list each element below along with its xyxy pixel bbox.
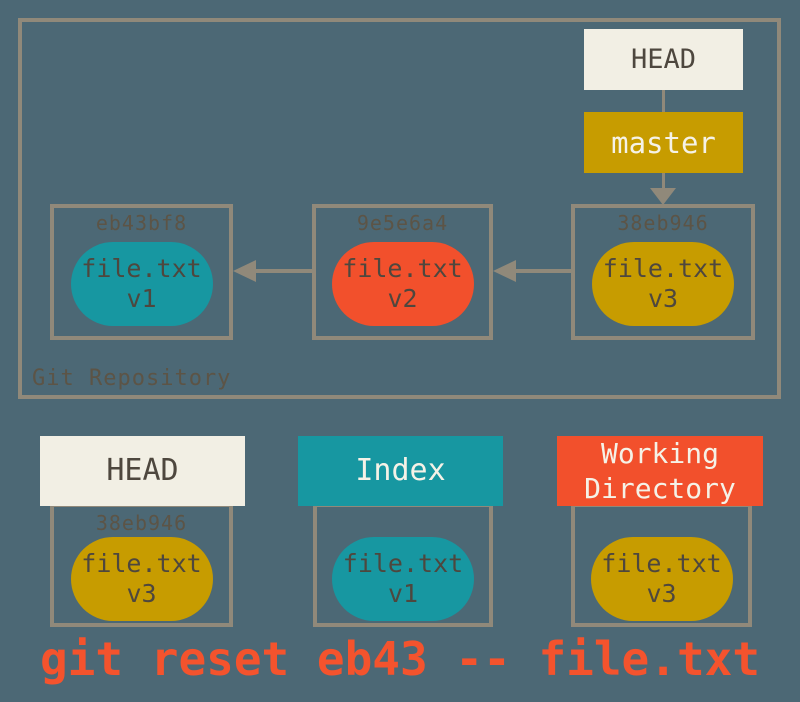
- commit-box-eb43bf8: eb43bf8 file.txt v1: [50, 204, 233, 340]
- arrow-down-icon: [650, 188, 676, 205]
- head-area-title: HEAD: [106, 453, 179, 489]
- git-repository-label: Git Repository: [32, 366, 232, 391]
- file-version: v3: [126, 579, 157, 608]
- arrow-left-icon: [233, 260, 256, 282]
- file-version: v1: [126, 284, 157, 313]
- master-branch-box: master: [584, 112, 743, 173]
- file-name: file.txt: [602, 254, 724, 283]
- file-name: file.txt: [81, 254, 202, 283]
- working-directory-area-header: Working Directory: [557, 436, 763, 506]
- head-to-master-connector-line: [662, 90, 665, 112]
- git-repository-box: Git Repository: [18, 18, 781, 399]
- head-area-header: HEAD: [40, 436, 245, 506]
- parent-arrow-icon: [493, 258, 571, 284]
- index-area-header: Index: [298, 436, 503, 506]
- commit-box-9e5e6a4: 9e5e6a4 file.txt v2: [312, 204, 493, 340]
- file-version: v3: [646, 579, 677, 608]
- arrow-left-icon: [493, 260, 516, 282]
- file-name: file.txt: [601, 549, 722, 578]
- file-snapshot-pill: file.txt v1: [70, 242, 213, 326]
- index-area-box: file.txt v1: [313, 503, 493, 627]
- file-name: file.txt: [81, 549, 202, 578]
- file-version: v2: [387, 284, 418, 313]
- parent-arrow-icon: [233, 258, 312, 284]
- working-directory-area-title: Working Directory: [584, 437, 736, 505]
- file-snapshot-pill: file.txt v3: [70, 537, 213, 621]
- master-branch-label: master: [611, 125, 716, 160]
- file-name: file.txt: [342, 254, 463, 283]
- command-text: git reset eb43 -- file.txt: [39, 632, 761, 686]
- head-area-box: 38eb946 file.txt v3: [50, 503, 233, 627]
- arrow-line: [515, 269, 571, 273]
- file-name: file.txt: [342, 549, 464, 578]
- commit-box-38eb946: 38eb946 file.txt v3: [571, 204, 755, 340]
- file-snapshot-pill: file.txt v3: [590, 537, 733, 621]
- file-version: v1: [387, 579, 419, 608]
- file-snapshot-pill: file.txt v2: [331, 242, 474, 326]
- file-snapshot-pill: file.txt v1: [332, 537, 474, 621]
- file-version: v3: [647, 284, 679, 313]
- file-snapshot-pill: file.txt v3: [592, 242, 734, 326]
- commit-hash: 9e5e6a4: [356, 211, 449, 235]
- commit-hash: 38eb946: [617, 211, 709, 235]
- arrow-line: [255, 269, 312, 273]
- index-area-title: Index: [355, 453, 446, 489]
- working-directory-area-box: file.txt v3: [571, 503, 752, 627]
- commit-hash: eb43bf8: [95, 211, 188, 235]
- master-to-commit-connector-line: [662, 173, 665, 189]
- head-pointer-label: HEAD: [630, 44, 697, 75]
- commit-hash: 38eb946: [95, 511, 188, 535]
- head-pointer-box: HEAD: [584, 29, 743, 90]
